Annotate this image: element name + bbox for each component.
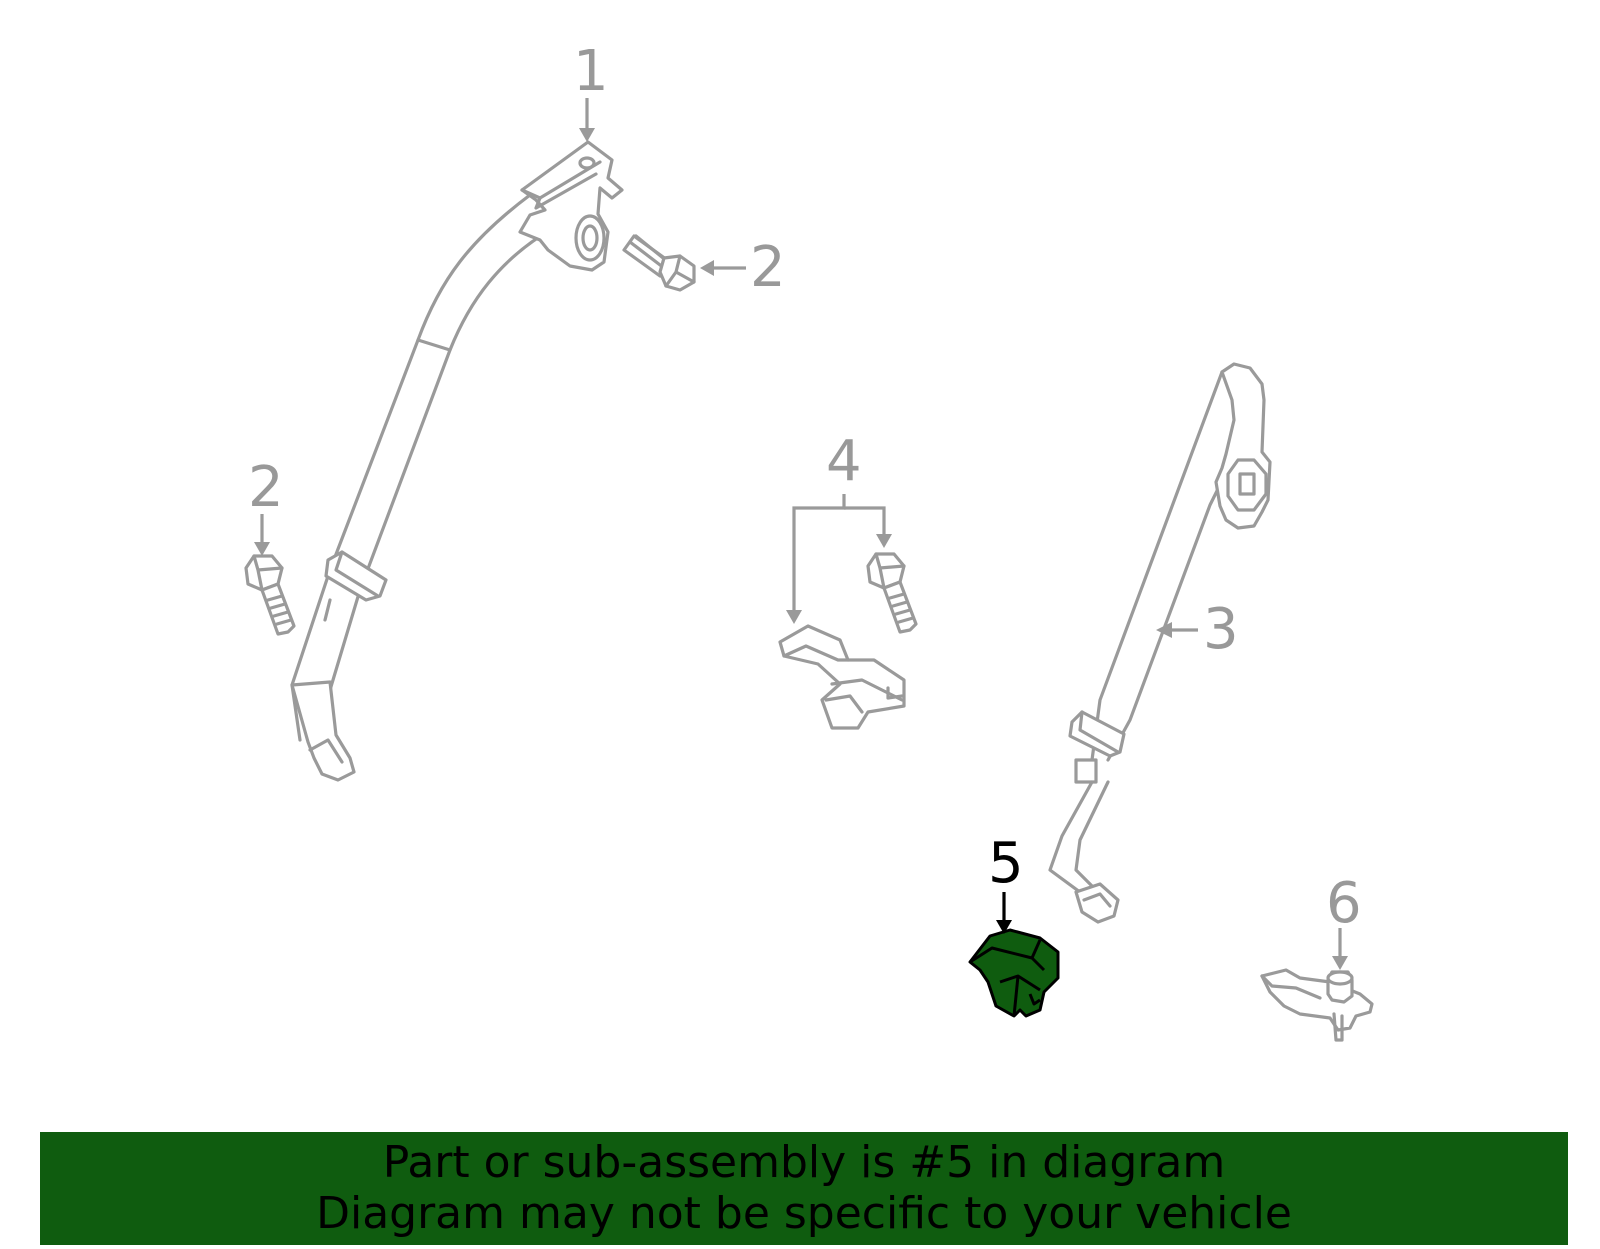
part-3-seat-belt-lower bbox=[1048, 362, 1272, 924]
callout-1: 1 bbox=[573, 39, 609, 104]
part-5-anchor-cover bbox=[968, 928, 1060, 1018]
callout-4: 4 bbox=[826, 429, 862, 494]
part-2-bolt-left bbox=[244, 554, 296, 636]
banner-line-2: Diagram may not be specific to your vehi… bbox=[316, 1188, 1292, 1239]
callout-2-left: 2 bbox=[248, 455, 284, 520]
part-1-seat-belt-upper bbox=[290, 140, 624, 782]
part-2-bolt-upper bbox=[622, 234, 696, 292]
banner-line-1: Part or sub-assembly is #5 in diagram bbox=[382, 1137, 1226, 1188]
part-6-anchor-plate bbox=[1260, 968, 1374, 1042]
notice-banner: Part or sub-assembly is #5 in diagram Di… bbox=[40, 1132, 1568, 1245]
part-4-bolt-and-bracket bbox=[778, 552, 918, 730]
callout-3: 3 bbox=[1203, 597, 1239, 662]
callout-2-upper: 2 bbox=[750, 235, 786, 300]
parts-diagram: 1 2 2 4 3 5 6 bbox=[244, 39, 1374, 1042]
callout-6: 6 bbox=[1326, 871, 1362, 936]
callout-5: 5 bbox=[988, 831, 1024, 896]
